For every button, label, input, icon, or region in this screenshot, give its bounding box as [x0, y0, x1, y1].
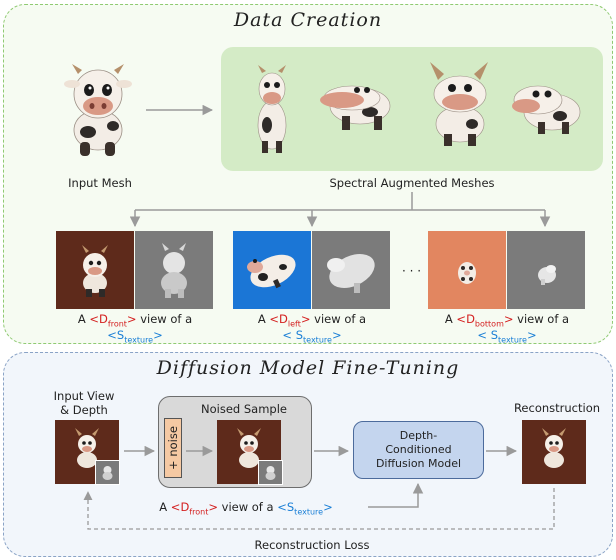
caption-front-texture: <Stexture>	[107, 328, 163, 345]
caption-left-texture: < Stexture>	[282, 328, 342, 345]
cow-mesh-icon	[320, 85, 391, 130]
cow-mesh-icon	[64, 64, 132, 156]
augmented-meshes-label: Spectral Augmented Meshes	[329, 176, 495, 190]
reconstruction-label: Reconstruction	[513, 401, 601, 415]
front-depth-map	[135, 231, 213, 309]
cow-mesh-icon	[257, 65, 287, 153]
input-depth-inset	[95, 460, 120, 485]
cow-rendering-icon	[247, 254, 296, 289]
reconstruction-rendering	[522, 420, 586, 484]
arrow-icon	[368, 482, 424, 508]
caption-front: A <Dfront> view of a	[77, 312, 193, 329]
cow-rendering-icon	[237, 428, 261, 468]
prompt-caption: A <Dfront> view of a <Stexture>	[159, 500, 333, 517]
depth-map-icon	[538, 265, 556, 285]
cow-rendering-icon	[75, 428, 99, 468]
cow-rendering-icon	[82, 245, 108, 297]
noise-strip	[164, 418, 182, 478]
bottom-depth-map	[507, 231, 585, 309]
cow-rendering-icon	[542, 428, 566, 468]
left-depth-map	[312, 231, 390, 309]
front-view-rendering	[56, 231, 134, 309]
depth-map-icon	[265, 466, 276, 480]
depth-map-icon	[161, 243, 187, 298]
cow-mesh-icon	[512, 85, 581, 134]
cow-mesh-icon	[430, 62, 488, 146]
ellipsis: · · ·	[402, 264, 422, 278]
data-creation-title: Data Creation	[233, 9, 383, 31]
arrow-icon	[83, 488, 555, 530]
depth-map-icon	[102, 466, 113, 480]
noised-sample-label: Noised Sample	[201, 402, 287, 416]
input-mesh-label: Input Mesh	[68, 176, 132, 190]
bottom-view-rendering	[428, 231, 506, 309]
cow-rendering-icon	[458, 262, 476, 284]
caption-left: A <Dleft> view of a	[257, 312, 367, 329]
fine-tuning-title: Diffusion Model Fine-Tuning	[156, 357, 460, 379]
left-view-rendering	[233, 231, 311, 309]
noised-sample-rendering	[217, 420, 281, 484]
depth-map-icon	[327, 254, 375, 293]
caption-bottom: A <Dbottom> view of a	[444, 312, 570, 329]
reconstruction-loss-label: Reconstruction Loss	[254, 538, 370, 552]
input-view-label: Input View & Depth	[53, 389, 115, 417]
diffusion-model-box: Depth- Conditioned Diffusion Model	[353, 421, 484, 479]
noised-depth-inset	[258, 460, 283, 485]
caption-bottom-texture: < Stexture>	[477, 328, 537, 345]
